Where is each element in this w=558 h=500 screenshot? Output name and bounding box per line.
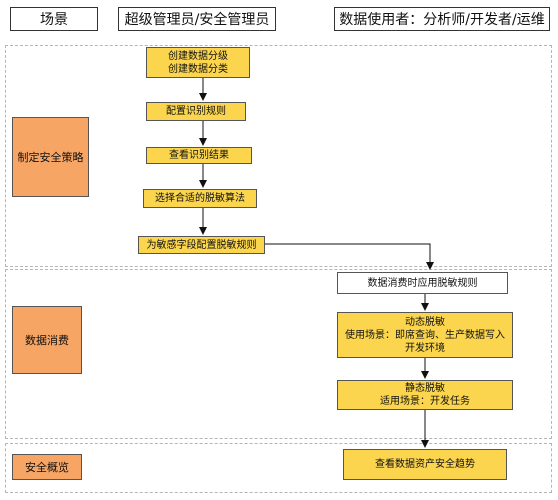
- step-apply-on-consume: 数据消费时应用脱敏规则: [337, 272, 508, 294]
- header-users: 数据使用者：分析师/开发者/运维: [334, 7, 550, 31]
- step-create-level: 创建数据分级: [168, 50, 228, 62]
- step-choose-algorithm: 选择合适的脱敏算法: [143, 189, 257, 208]
- stage-overview: 安全概览: [12, 454, 82, 480]
- step-config-masking: 为敏感字段配置脱敏规则: [138, 236, 265, 254]
- step-view-trend: 查看数据资产安全趋势: [343, 449, 507, 480]
- dynamic-masking-scene: 使用场景：即席查询、生产数据写入开发环境: [345, 329, 505, 354]
- step-dynamic-masking: 动态脱敏 使用场景：即席查询、生产数据写入开发环境: [337, 312, 513, 358]
- step-static-masking: 静态脱敏 适用场景：开发任务: [337, 380, 513, 410]
- static-masking-scene: 适用场景：开发任务: [380, 396, 470, 407]
- static-masking-title: 静态脱敏: [405, 383, 445, 394]
- dynamic-masking-title: 动态脱敏: [405, 316, 445, 328]
- header-admin: 超级管理员/安全管理员: [118, 7, 276, 31]
- stage-consume: 数据消费: [12, 306, 82, 374]
- lane-policy: [5, 45, 552, 267]
- step-view-results: 查看识别结果: [146, 147, 252, 164]
- step-config-rules: 配置识别规则: [146, 102, 246, 121]
- stage-policy: 制定安全策略: [12, 117, 89, 197]
- header-scene: 场景: [10, 7, 98, 31]
- step-create-classification: 创建数据分级 创建数据分类: [146, 47, 250, 78]
- step-create-category: 创建数据分类: [168, 63, 228, 75]
